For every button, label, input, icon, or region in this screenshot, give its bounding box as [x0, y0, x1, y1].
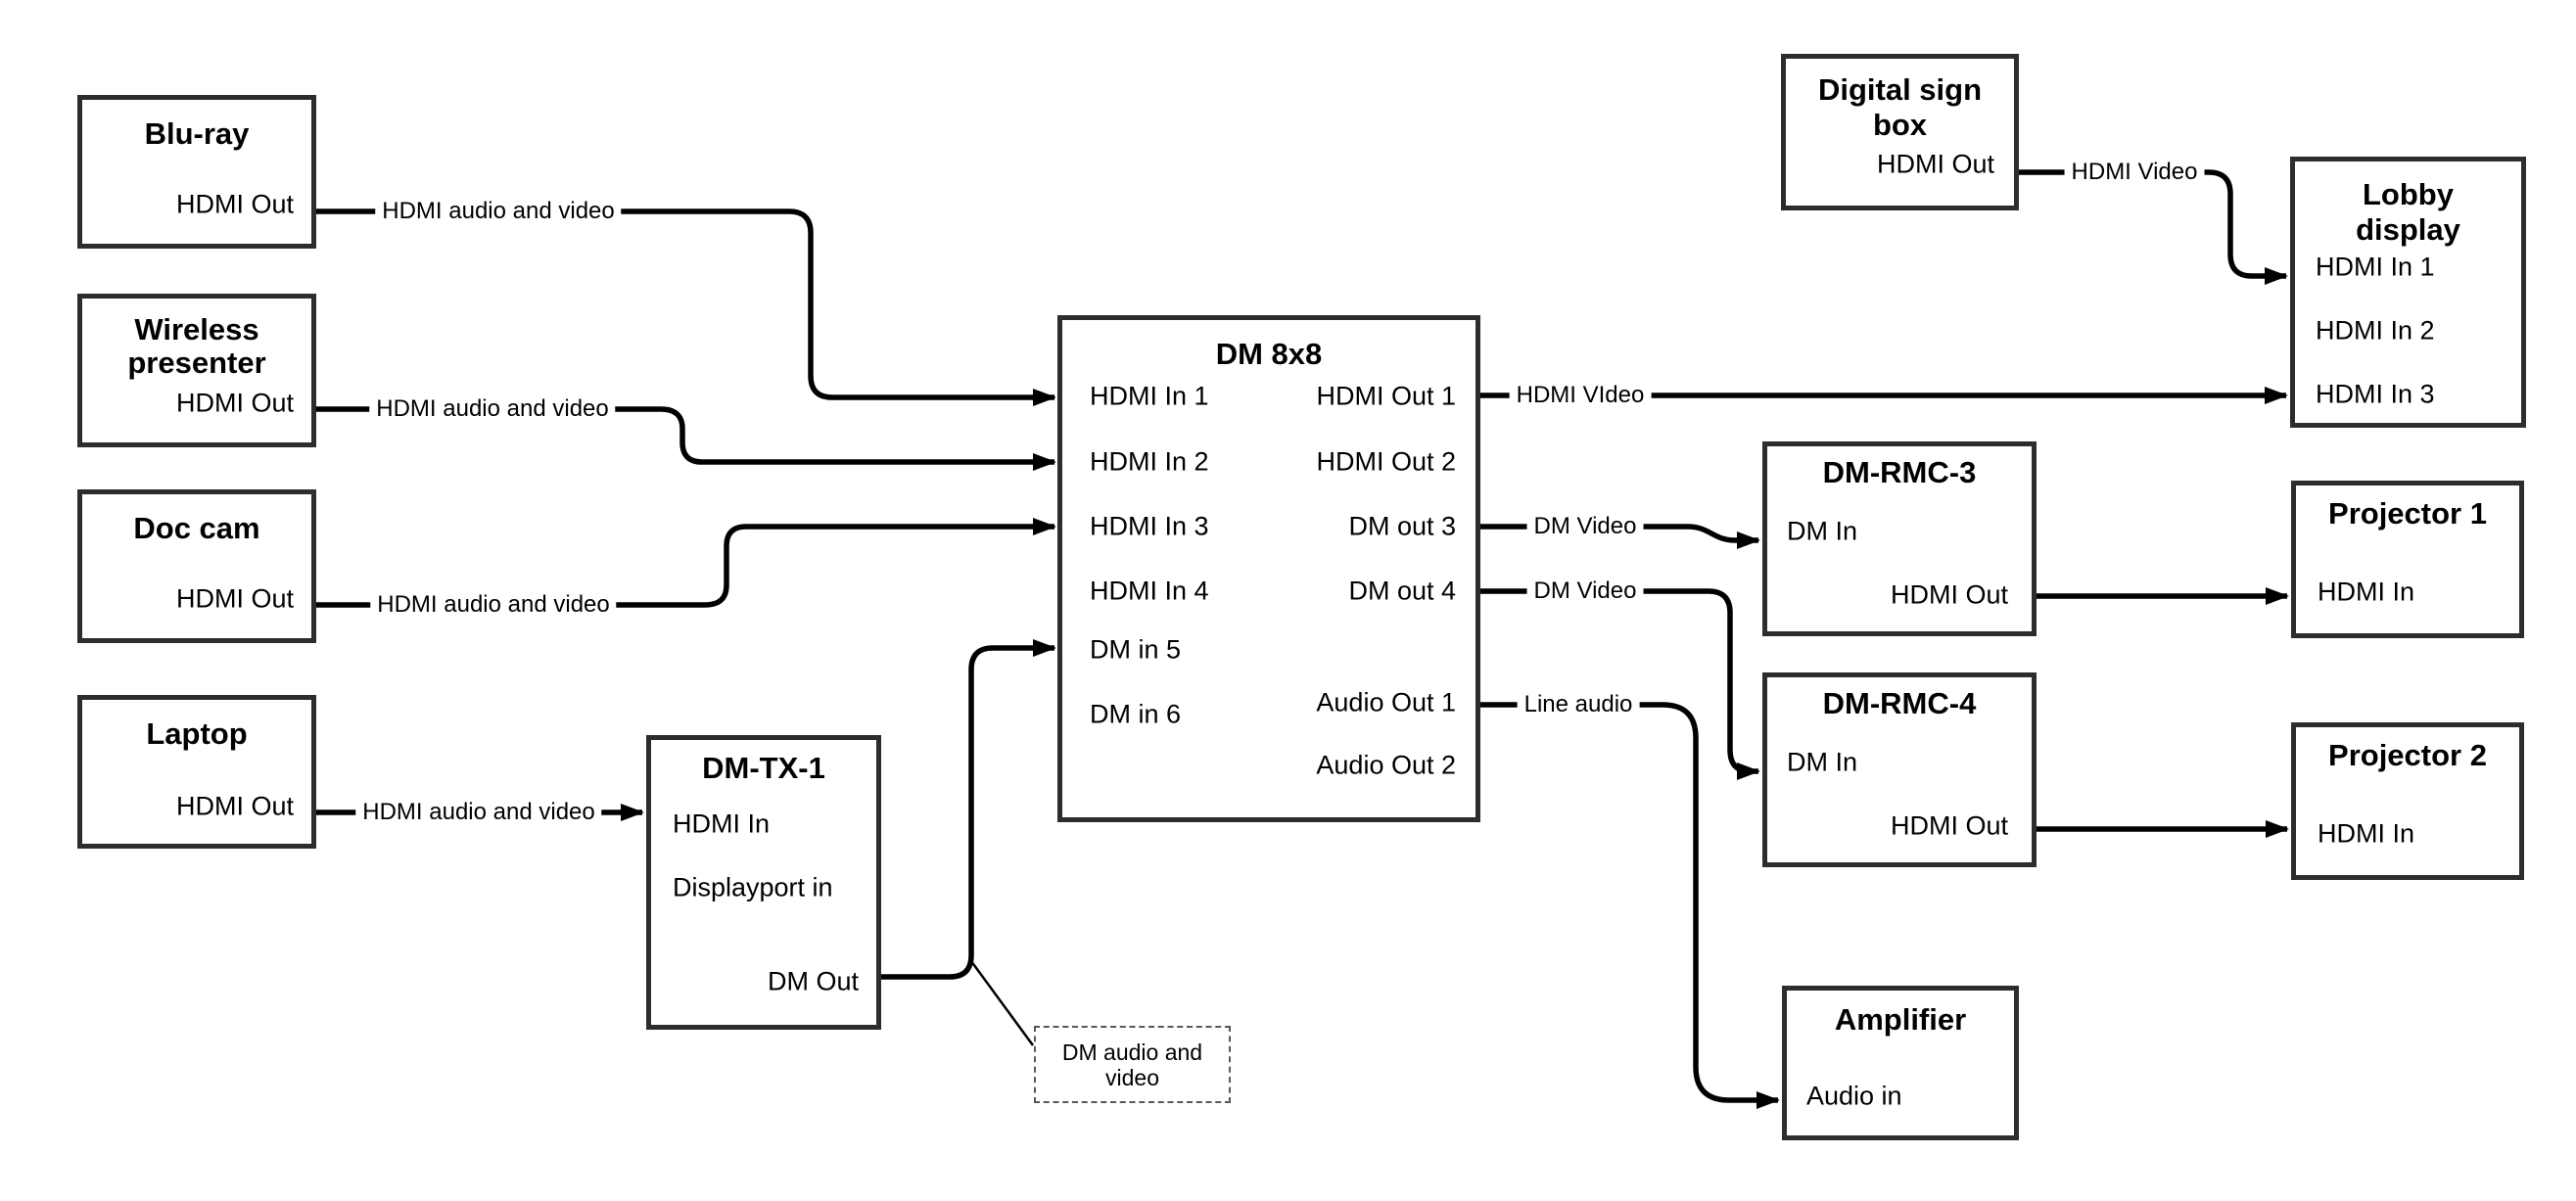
port-label: HDMI Out: [1876, 149, 1994, 179]
box-title-line: Digital sign: [1817, 72, 1983, 107]
device-box-dm-rmc-3: DM-RMC-3 DM In HDMI Out: [1762, 441, 2037, 636]
port-label: HDMI Out 2: [1316, 446, 1456, 477]
wire-label-c7: DM Video: [1526, 513, 1644, 540]
wire-label-c8: DM Video: [1526, 577, 1644, 605]
box-title-line: display: [2356, 212, 2460, 247]
port-label: HDMI In 2: [1090, 446, 1209, 477]
box-title-line: Amplifier: [1834, 1002, 1967, 1037]
port-label: Audio Out 2: [1316, 750, 1456, 780]
port-label: DM in 6: [1090, 699, 1182, 729]
box-title-line: DM-RMC-4: [1822, 686, 1977, 720]
port-label: HDMI In 4: [1090, 576, 1209, 606]
box-title-line: presenter: [127, 346, 266, 380]
device-box-projector-1: Projector 1 HDMI In: [2291, 481, 2524, 638]
port-label: HDMI In: [2318, 577, 2415, 607]
box-title-line: Doc cam: [133, 511, 260, 545]
box-title-line: Wireless: [134, 312, 259, 346]
port-label: Audio in: [1806, 1081, 1902, 1111]
port-label: HDMI Out: [1890, 810, 2008, 841]
device-box-dm-rmc-4: DM-RMC-4 DM In HDMI Out: [1762, 672, 2037, 867]
wire-c10: [2019, 169, 2288, 285]
box-title-line: Laptop: [146, 716, 248, 751]
wire-c1: [316, 208, 1056, 406]
port-label: Displayport in: [673, 872, 833, 902]
port-label: HDMI Out 1: [1316, 381, 1456, 411]
wire-label-c3: HDMI audio and video: [370, 591, 617, 619]
wire-c8: [1480, 588, 1760, 780]
wire-label-c9: Line audio: [1517, 691, 1640, 718]
note-leader-line: [969, 960, 1035, 1046]
box-title-line: Lobby: [2363, 177, 2454, 211]
wire-label-c6: HDMI VIdeo: [1509, 382, 1652, 409]
port-label: DM In: [1787, 747, 1858, 777]
port-label: HDMI In: [2318, 818, 2415, 849]
port-label: HDMI Out: [175, 189, 294, 219]
box-title-line: Projector 2: [2328, 738, 2487, 772]
port-label: HDMI In 1: [2316, 252, 2435, 282]
port-label: HDMI In 3: [2316, 379, 2435, 409]
port-label: HDMI Out: [175, 388, 294, 418]
port-label: HDMI Out: [175, 791, 294, 821]
device-box-projector-2: Projector 2 HDMI In: [2291, 722, 2524, 880]
port-label: DM out 4: [1348, 576, 1456, 606]
box-title-line: DM 8x8: [1215, 337, 1323, 371]
port-label: DM out 3: [1348, 511, 1456, 541]
port-label: DM Out: [767, 966, 859, 996]
wire-label-c4: HDMI audio and video: [355, 799, 602, 826]
wire-c9: [1480, 702, 1780, 1109]
box-title-line: DM-RMC-3: [1822, 455, 1977, 489]
annotation-note-line: video: [1105, 1064, 1159, 1090]
port-label: DM In: [1787, 516, 1858, 546]
box-title-line: box: [1872, 108, 1928, 142]
port-label: HDMI In 2: [2316, 315, 2435, 346]
box-title-line: Blu-ray: [144, 116, 250, 151]
port-label: HDMI In: [673, 808, 771, 839]
box-title-line: DM-TX-1: [702, 751, 825, 785]
port-label: DM in 5: [1090, 634, 1182, 665]
port-label: HDMI In 3: [1090, 511, 1209, 541]
wire-label-c1: HDMI audio and video: [375, 198, 622, 225]
port-label: HDMI Out: [1890, 579, 2008, 610]
wire-label-c10: HDMI Video: [2064, 159, 2205, 186]
annotation-note-line: DM audio and: [1061, 1039, 1203, 1065]
port-label: Audio Out 1: [1316, 687, 1456, 717]
wire-c5: [881, 639, 1056, 980]
port-label: HDMI In 1: [1090, 381, 1209, 411]
port-label: HDMI Out: [175, 583, 294, 614]
wire-label-c2: HDMI audio and video: [369, 395, 616, 423]
box-title-line: Projector 1: [2328, 496, 2487, 531]
